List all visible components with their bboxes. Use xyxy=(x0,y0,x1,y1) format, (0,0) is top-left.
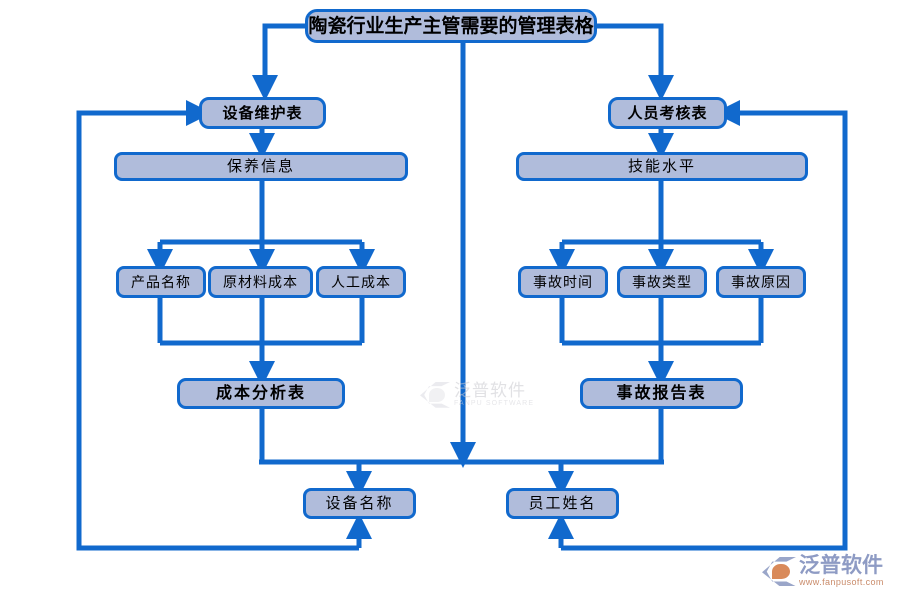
edge-root-to-personnel xyxy=(597,23,674,101)
node-skill-level[interactable]: 技能水平 xyxy=(516,152,808,181)
corner-watermark-cn: 泛普软件 xyxy=(799,554,883,578)
node-labor-cost[interactable]: 人工成本 xyxy=(316,266,406,298)
corner-watermark-url: www.fanpusoft.com xyxy=(799,577,884,588)
node-accident-cause[interactable]: 事故原因 xyxy=(716,266,806,298)
node-product-name[interactable]: 产品名称 xyxy=(116,266,206,298)
edge-feedback-left-path xyxy=(76,100,359,551)
node-personnel-assessment-table[interactable]: 人员考核表 xyxy=(608,97,727,129)
node-raw-material-cost[interactable]: 原材料成本 xyxy=(208,266,313,298)
fanpu-logo-corner-icon xyxy=(762,555,796,589)
node-accident-time[interactable]: 事故时间 xyxy=(518,266,608,298)
node-accident-type[interactable]: 事故类型 xyxy=(617,266,707,298)
node-accident-report-table[interactable]: 事故报告表 xyxy=(580,378,743,409)
node-maintenance-info[interactable]: 保养信息 xyxy=(114,152,408,181)
node-equipment-maintenance-table[interactable]: 设备维护表 xyxy=(199,97,326,129)
edge-root-to-equipment xyxy=(252,23,305,101)
node-equipment-name[interactable]: 设备名称 xyxy=(303,488,416,519)
edge-feedback-right-path xyxy=(561,100,848,551)
node-employee-name[interactable]: 员工姓名 xyxy=(506,488,619,519)
corner-watermark: 泛普软件 www.fanpusoft.com xyxy=(762,548,894,596)
root-node-title[interactable]: 陶瓷行业生产主管需要的管理表格 xyxy=(305,9,597,43)
node-cost-analysis-table[interactable]: 成本分析表 xyxy=(177,378,345,409)
